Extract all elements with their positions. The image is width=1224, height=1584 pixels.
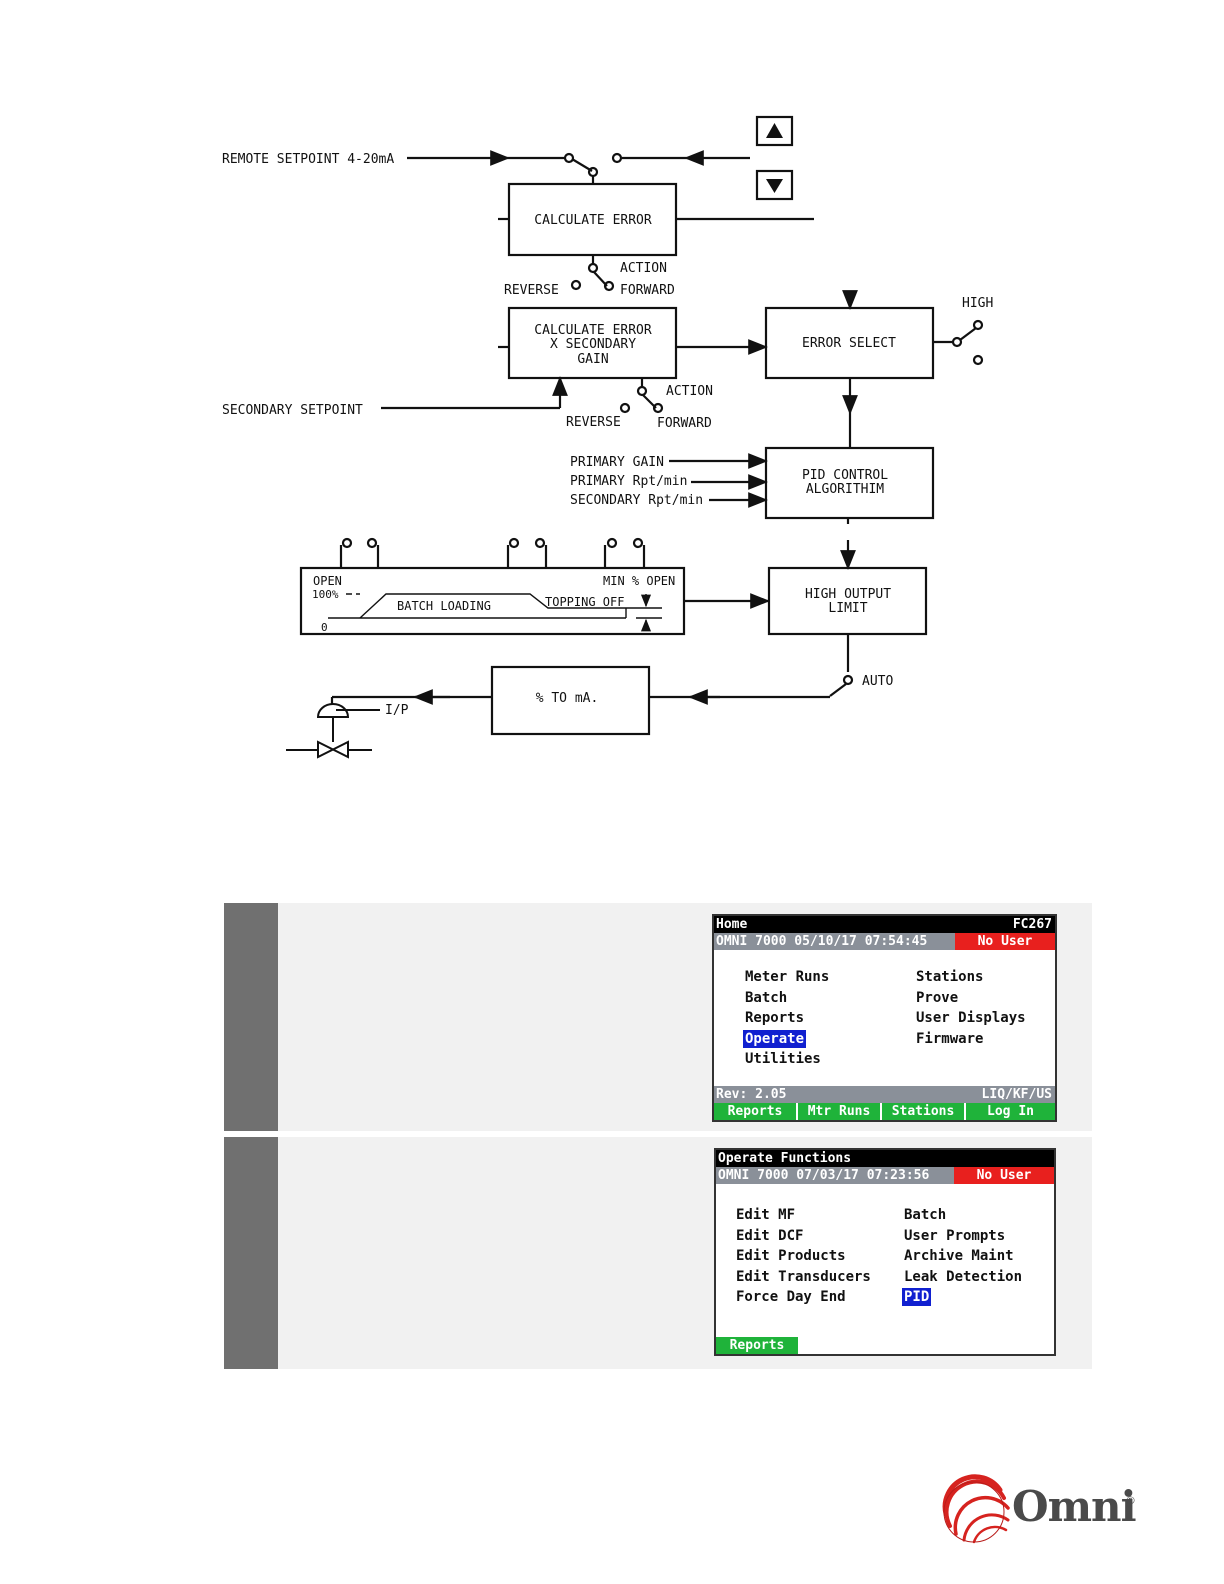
calc-error-sec-line1: CALCULATE ERROR [534, 323, 652, 338]
menu-edit-mf[interactable]: Edit MF [736, 1207, 796, 1223]
topping-off-label: TOPPING OFF [545, 595, 624, 609]
screen-title-bar: Operate Functions [716, 1150, 1054, 1167]
logo-text: Omni [1012, 1482, 1137, 1531]
menu-user-displays[interactable]: User Displays [916, 1010, 1026, 1026]
action-label-2: ACTION [666, 384, 713, 399]
menu-batch[interactable]: Batch [904, 1207, 947, 1223]
pct-to-ma-label: % TO mA. [536, 691, 599, 706]
menu-pid[interactable]: PID [902, 1288, 932, 1306]
menu-prove[interactable]: Prove [916, 990, 959, 1006]
menu-leak-detection[interactable]: Leak Detection [904, 1269, 1023, 1285]
fkey-mtr-runs[interactable]: Mtr Runs [798, 1103, 880, 1120]
menu-firmware[interactable]: Firmware [916, 1031, 984, 1047]
forward-label-1: FORWARD [620, 283, 675, 298]
status-text: OMNI 7000 05/10/17 07:54:45 [716, 934, 928, 949]
down-button-icon [755, 169, 794, 201]
menu-archive-maint[interactable]: Archive Maint [904, 1248, 1014, 1264]
user-badge[interactable]: No User [954, 1167, 1054, 1184]
step-row-1: Home FC267 OMNI 7000 05/10/17 07:54:45 N… [224, 903, 1092, 1131]
menu-edit-transducers[interactable]: Edit Transducers [736, 1269, 871, 1285]
zero-label: 0 [321, 621, 328, 634]
menu-edit-products[interactable]: Edit Products [736, 1248, 846, 1264]
remote-setpoint-label: REMOTE SETPOINT 4-20mA [222, 152, 394, 167]
menu-reports[interactable]: Reports [745, 1010, 805, 1026]
pid-control-box [764, 446, 935, 520]
fkey-stations[interactable]: Stations [882, 1103, 964, 1120]
calc-error-sec-line2: X SECONDARY [550, 337, 636, 352]
config-text: LIQ/KF/US [981, 1087, 1052, 1102]
ip-label: I/P [385, 703, 409, 718]
action-label-1: ACTION [620, 261, 667, 276]
home-screen: Home FC267 OMNI 7000 05/10/17 07:54:45 N… [712, 914, 1057, 1122]
status-text: OMNI 7000 07/03/17 07:23:56 [718, 1168, 930, 1183]
triangle-down-icon [766, 179, 783, 193]
triangle-up-icon [766, 123, 783, 138]
menu-force-day-end[interactable]: Force Day End [736, 1289, 846, 1305]
step-row-2: Operate Functions OMNI 7000 07/03/17 07:… [224, 1137, 1092, 1369]
forward-label-2: FORWARD [657, 416, 712, 431]
status-bar: OMNI 7000 05/10/17 07:54:45 No User [714, 933, 1055, 950]
pid-label-line2: ALGORITHIM [806, 482, 884, 497]
menu-meter-runs[interactable]: Meter Runs [745, 969, 830, 985]
screen-code: FC267 [1012, 917, 1052, 932]
calc-error-sec-line3: GAIN [577, 352, 608, 367]
pct-to-ma-box [490, 665, 651, 736]
menu-user-prompts[interactable]: User Prompts [904, 1228, 1006, 1244]
fkey-log-in[interactable]: Log In [966, 1103, 1055, 1120]
revision-bar: Rev: 2.05 LIQ/KF/US [714, 1086, 1055, 1103]
reverse-label-1: REVERSE [504, 283, 559, 298]
step-marker-bar [224, 903, 278, 1131]
batch-loading-label: BATCH LOADING [397, 599, 491, 613]
high-output-line2: LIMIT [828, 601, 867, 616]
screen-title: Home [716, 917, 748, 932]
auto-label: AUTO [862, 674, 893, 689]
calculate-error-label: CALCULATE ERROR [534, 213, 652, 228]
screen-title-bar: Home FC267 [714, 916, 1055, 933]
fkey-reports[interactable]: Reports [714, 1103, 796, 1120]
secondary-setpoint-label: SECONDARY SETPOINT [222, 403, 363, 418]
omni-logo-icon [942, 1474, 1010, 1544]
fkey-reports[interactable]: Reports [716, 1337, 798, 1354]
menu-operate[interactable]: Operate [743, 1030, 807, 1048]
high-output-line1: HIGH OUTPUT [805, 587, 891, 602]
revision-text: Rev: 2.05 [716, 1087, 787, 1102]
pct100-label: 100% [312, 588, 339, 601]
menu-edit-dcf[interactable]: Edit DCF [736, 1228, 804, 1244]
pid-block-diagram: REMOTE SETPOINT 4-20mA CALCULATE ERROR A… [222, 115, 993, 759]
pid-label-line1: PID CONTROL [802, 468, 888, 483]
min-open-label: MIN % OPEN [603, 574, 675, 588]
control-valve-icon [286, 703, 380, 759]
error-select-label: ERROR SELECT [802, 336, 896, 351]
screen-title: Operate Functions [718, 1151, 852, 1166]
registered-mark: ® [1125, 1494, 1136, 1507]
user-badge[interactable]: No User [955, 933, 1055, 950]
up-button-icon [755, 115, 794, 147]
reverse-label-2: REVERSE [566, 415, 621, 430]
high-label: HIGH [962, 296, 993, 311]
primary-rpt-label: PRIMARY Rpt/min [570, 474, 687, 489]
status-bar: OMNI 7000 07/03/17 07:23:56 No User [716, 1167, 1054, 1184]
menu-utilities[interactable]: Utilities [745, 1051, 821, 1067]
primary-gain-label: PRIMARY GAIN [570, 455, 664, 470]
menu-batch[interactable]: Batch [745, 990, 788, 1006]
secondary-rpt-label: SECONDARY Rpt/min [570, 493, 703, 508]
operate-functions-screen: Operate Functions OMNI 7000 07/03/17 07:… [714, 1148, 1056, 1356]
menu-stations[interactable]: Stations [916, 969, 984, 985]
step-marker-bar [224, 1137, 278, 1369]
calc-error-secondary-gain-box [507, 306, 678, 380]
open-label: OPEN [313, 574, 342, 588]
